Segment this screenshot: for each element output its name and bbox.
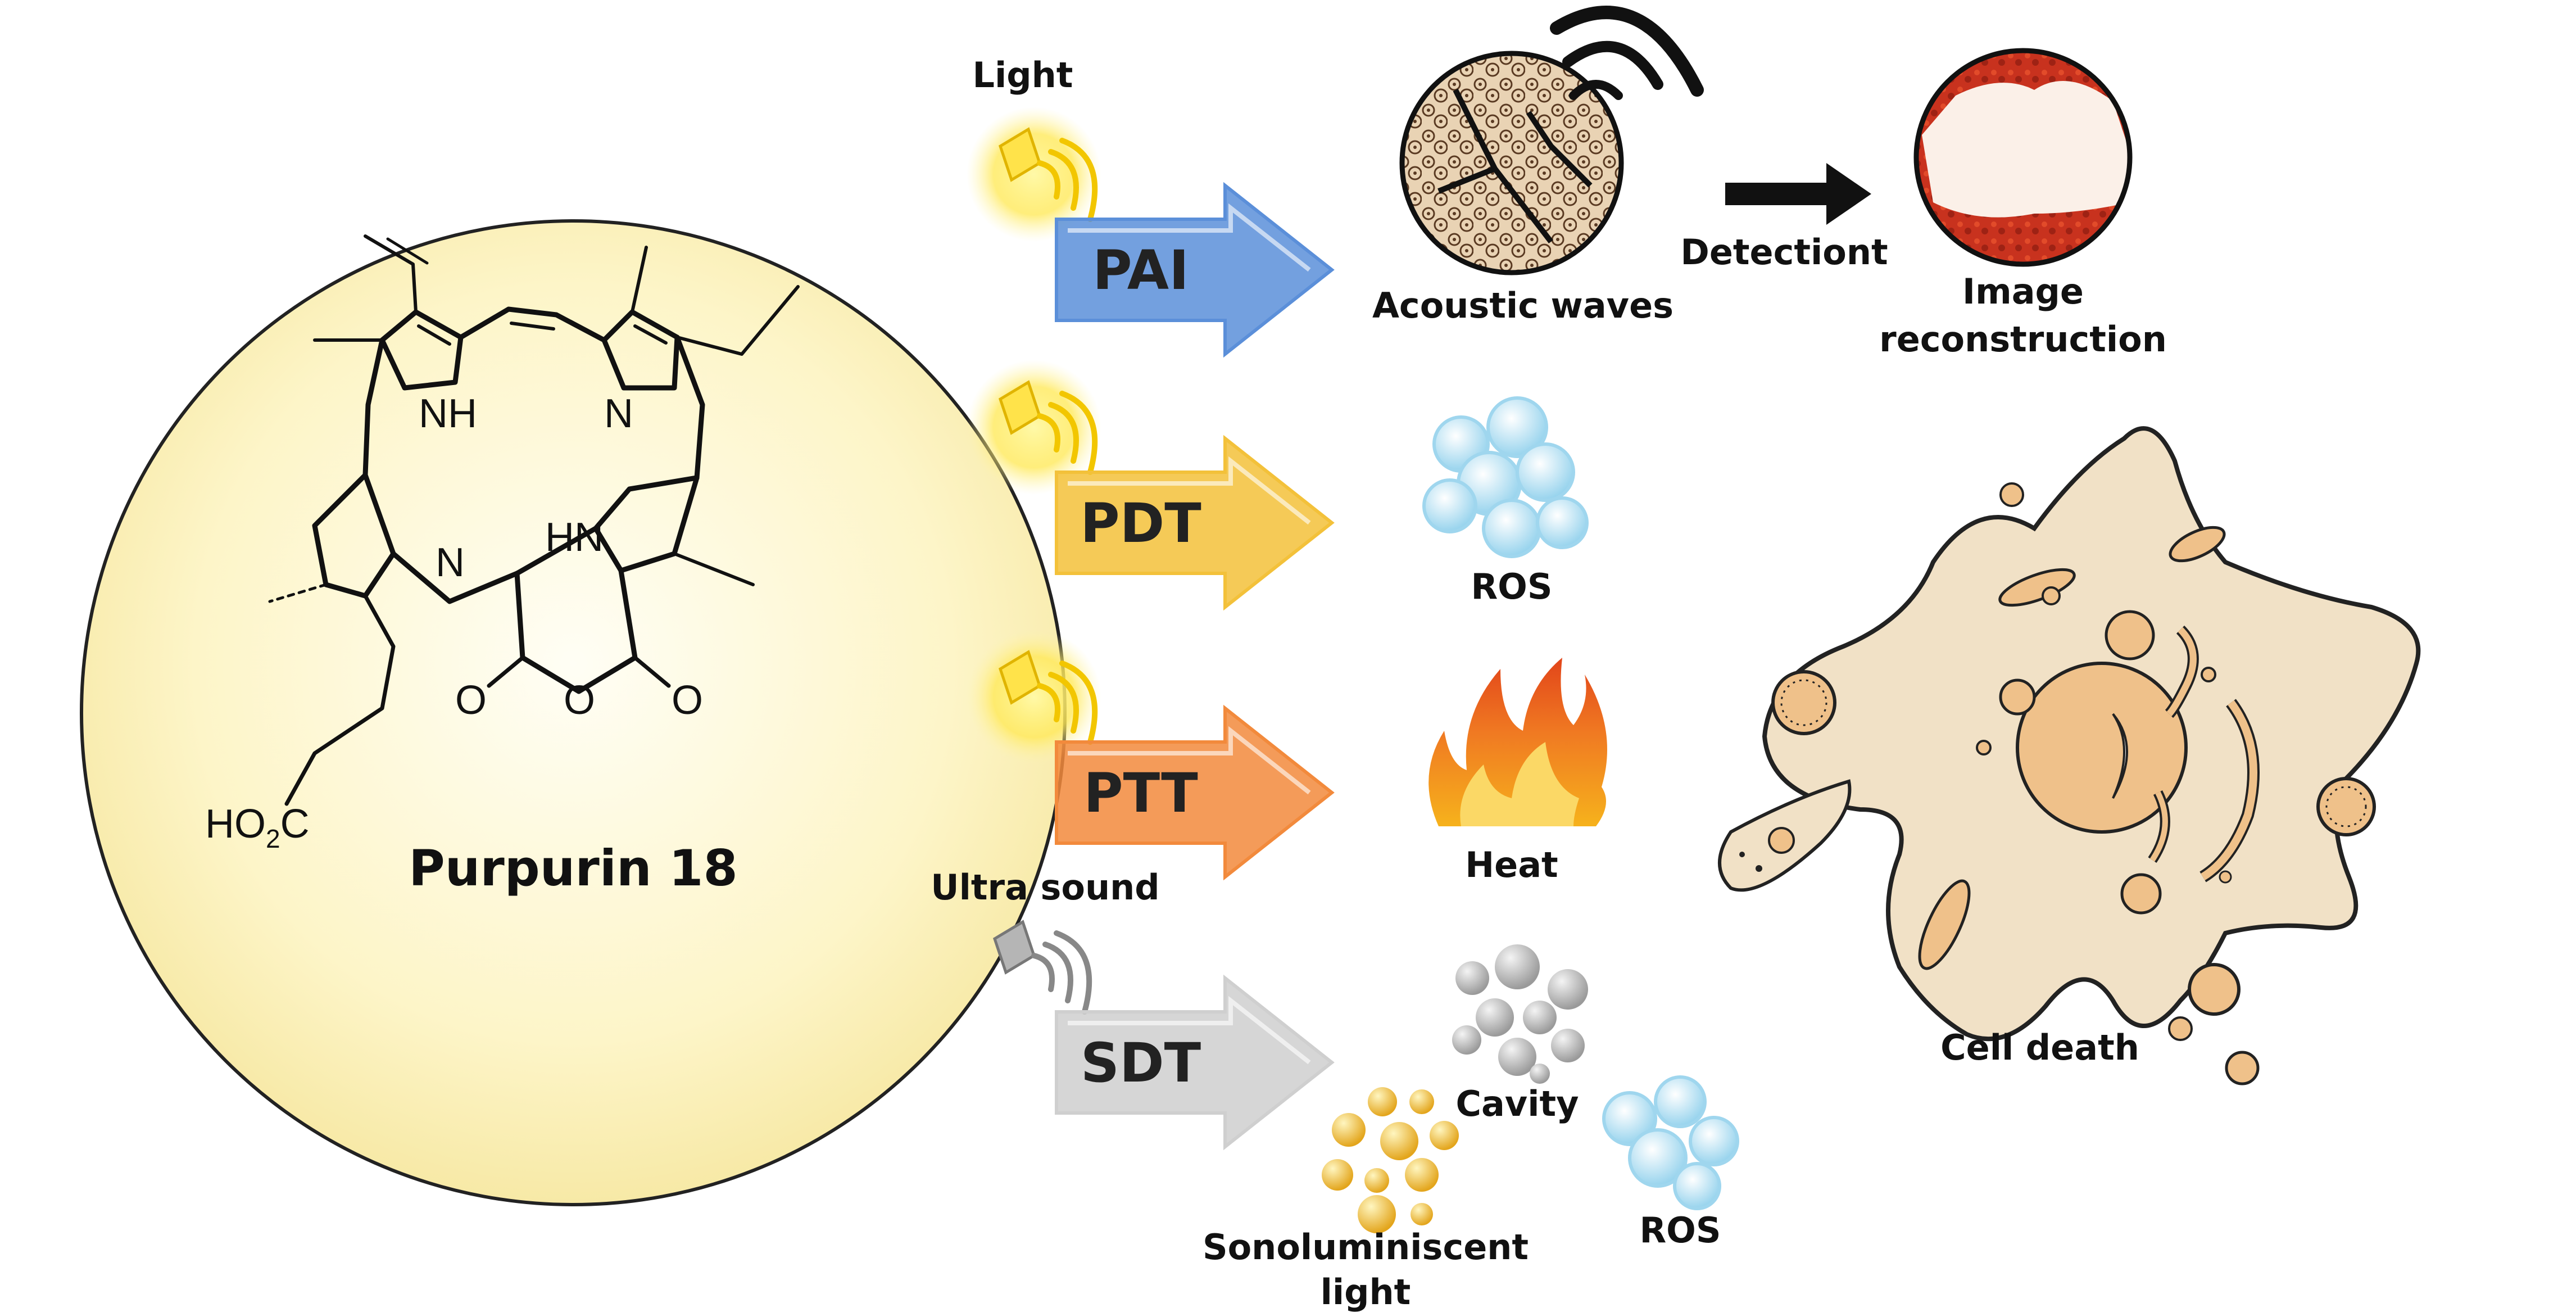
- acoustic-tissue: [1399, 51, 1624, 275]
- mode-arrow-highlight: [1068, 456, 1311, 525]
- sonoluminescent-bubbles: [1322, 1087, 1459, 1233]
- heat-label: Heat: [1465, 844, 1558, 885]
- mode-arrow-shape: [1055, 974, 1335, 1151]
- light-emitter-ptt: [967, 630, 1101, 764]
- mode-arrow-highlight: [1068, 203, 1311, 272]
- atom-o-right: O: [672, 678, 703, 723]
- sonoluminescent-label-line1: Sonoluminiscent: [1203, 1227, 1529, 1268]
- mode-arrow-sdt: SDT: [1055, 974, 1335, 1151]
- mode-arrow-shape: [1055, 435, 1335, 611]
- reconstructed-image: [1913, 48, 2133, 267]
- atom-labels: NH N N HN O O O HO2C: [205, 391, 703, 853]
- acoustic-waves-label: Acoustic waves: [1372, 285, 1674, 326]
- mode-arrow-pdt: PDT: [1055, 435, 1335, 611]
- atom-n-top: N: [604, 391, 633, 436]
- molecule-name: Purpurin 18: [409, 839, 738, 897]
- carboxyl-subscript: 2: [266, 824, 280, 853]
- sound-wave-icon: [1550, 6, 1704, 100]
- ros-cluster-pdt: [1422, 396, 1589, 558]
- pdt-ros-label: ROS: [1471, 566, 1552, 607]
- atom-hn-bottom: HN: [545, 515, 604, 560]
- cell-death-label: Cell death: [1940, 1027, 2139, 1068]
- mode-label-ptt: PTT: [1083, 762, 1198, 825]
- cavity-bubbles: [1452, 944, 1588, 1084]
- image-reconstruction-label-line2: reconstruction: [1879, 319, 2167, 360]
- mode-label-sdt: SDT: [1081, 1031, 1201, 1094]
- mode-arrow-highlight: [1068, 996, 1311, 1065]
- mode-label-pai: PAI: [1092, 239, 1189, 302]
- mode-arrow-highlight: [1068, 726, 1311, 795]
- light-emitter-pdt: [967, 360, 1101, 495]
- image-reconstruction-label-line1: Image: [1962, 271, 2084, 312]
- sdt-ros-label: ROS: [1639, 1210, 1721, 1251]
- mode-arrows: PAI PDT PTT SDT: [1055, 182, 1335, 1151]
- light-source-label: Light: [973, 55, 1073, 96]
- flame-icon: [1428, 658, 1607, 826]
- atom-carboxyl: HO2C: [205, 802, 310, 853]
- purpurin-18-structure: [268, 234, 800, 806]
- atom-n-bottom: N: [436, 540, 465, 585]
- detection-label: Detectiont: [1680, 232, 1888, 273]
- carboxyl-ho: HO: [205, 802, 266, 847]
- mode-label-pdt: PDT: [1080, 492, 1201, 555]
- mode-arrow-shape: [1055, 704, 1335, 881]
- mode-arrow-pai: PAI: [1055, 182, 1335, 358]
- molecule-panel: NH N N HN O O O HO2C Purpurin 18: [80, 219, 1067, 1206]
- ultrasound-source-label: Ultra sound: [931, 867, 1159, 908]
- atom-o-mid: O: [564, 678, 595, 723]
- detection-arrow-icon: [1725, 163, 1871, 225]
- ros-cluster-sdt: [1602, 1075, 1739, 1210]
- carboxyl-c: C: [280, 802, 310, 847]
- cavity-label: Cavity: [1455, 1083, 1579, 1124]
- dying-cell: [1718, 426, 2421, 1085]
- mode-arrow-shape: [1055, 182, 1335, 358]
- mode-arrow-ptt: PTT: [1055, 704, 1335, 881]
- light-emitter-pai: [967, 107, 1101, 242]
- sonoluminescent-label-line2: light: [1321, 1272, 1411, 1312]
- atom-o-left: O: [455, 678, 487, 723]
- atom-nh-top: NH: [419, 391, 477, 436]
- ultrasound-emitter: [992, 920, 1092, 1015]
